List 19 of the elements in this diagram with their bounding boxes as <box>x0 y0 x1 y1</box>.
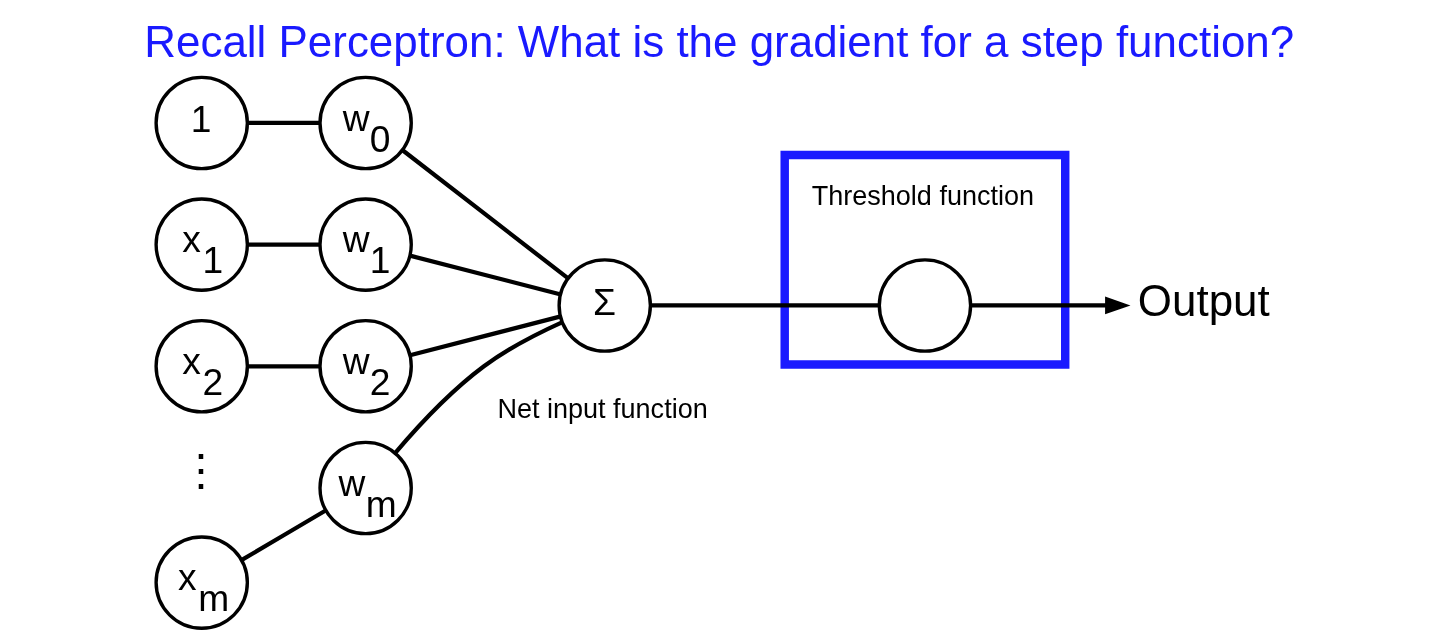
node-text: Output <box>1137 276 1270 326</box>
connector <box>409 253 560 297</box>
connector <box>247 364 320 369</box>
label: ⋮ <box>178 445 223 495</box>
connector <box>239 508 327 562</box>
arrow <box>970 296 1130 315</box>
connector <box>393 320 563 455</box>
cluster <box>780 150 1069 369</box>
connector <box>247 242 320 247</box>
diagram-title: Recall Perceptron: What is the gradient for a step function? <box>143 16 1294 66</box>
connector <box>400 148 569 280</box>
node-circle: 1 <box>153 75 249 171</box>
node-label: Threshold function <box>811 181 1034 212</box>
connector <box>409 314 560 358</box>
connector <box>650 303 879 308</box>
node-circle <box>877 258 972 353</box>
node-label: Net input function <box>496 394 708 425</box>
node-circle: Σ <box>556 258 652 353</box>
connector <box>247 120 320 126</box>
